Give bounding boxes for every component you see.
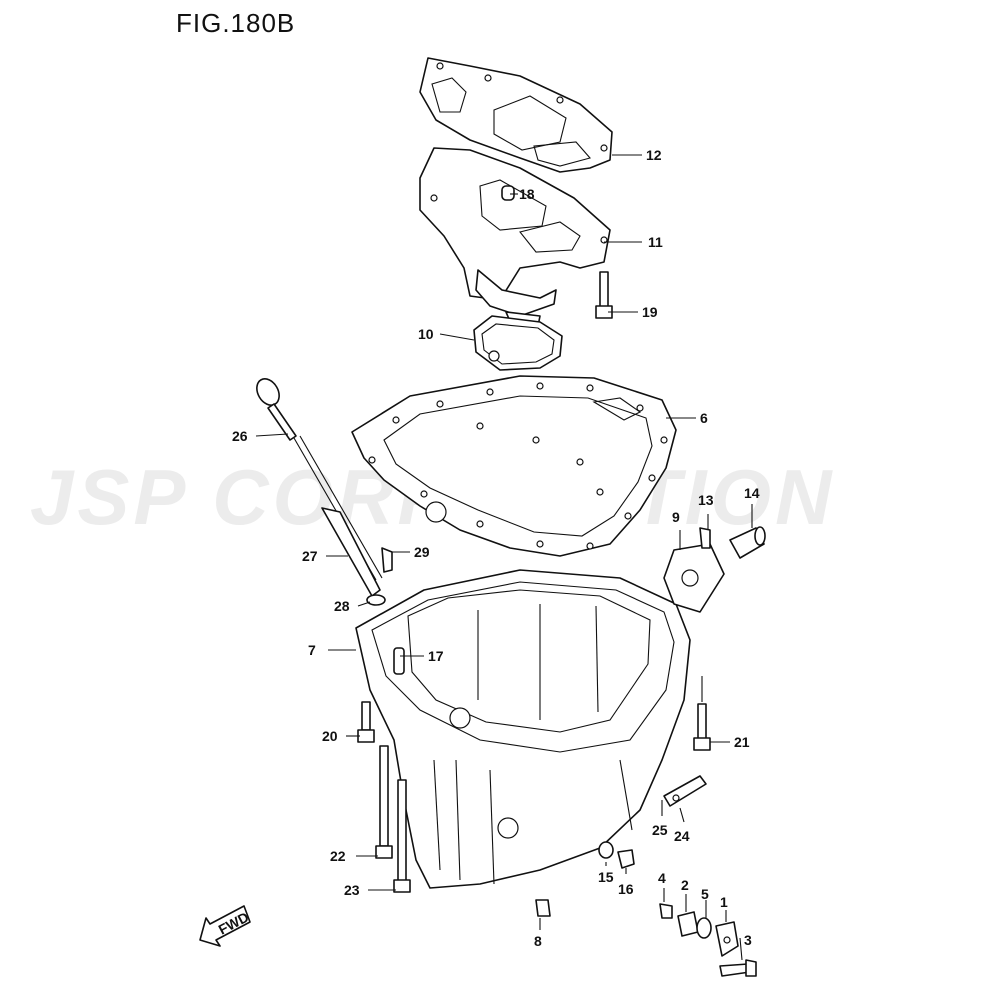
callout-24: 24 — [674, 828, 690, 844]
part-16-drain-plug — [617, 849, 635, 869]
callout-28: 28 — [334, 598, 350, 614]
callout-6: 6 — [700, 410, 708, 426]
callout-29: 29 — [414, 544, 430, 560]
part-5-washer — [696, 917, 712, 939]
part-20-bolt — [357, 701, 375, 743]
callout-labels: 12 18 11 19 10 6 26 9 13 14 27 29 28 7 1… — [232, 147, 760, 949]
figure-title: FIG.180B — [176, 8, 296, 38]
part-19-bolt — [595, 271, 613, 319]
callout-22: 22 — [330, 848, 346, 864]
part-23-bolt — [393, 779, 411, 893]
callout-17: 17 — [428, 648, 444, 664]
callout-3: 3 — [744, 932, 752, 948]
callout-18: 18 — [519, 186, 535, 202]
part-29-bolt — [381, 547, 393, 573]
callout-10: 10 — [418, 326, 434, 342]
callout-2: 2 — [681, 877, 689, 893]
callout-1: 1 — [720, 894, 728, 910]
part-8-plug — [535, 899, 551, 917]
callout-9: 9 — [672, 509, 680, 525]
callout-21: 21 — [734, 734, 750, 750]
part-12-gasket — [419, 57, 613, 173]
part-3-bolt — [719, 959, 757, 977]
part-11-oil-strainer — [419, 147, 611, 327]
callout-11: 11 — [648, 234, 663, 250]
leader-lines — [255, 154, 753, 961]
part-26-dipstick — [256, 378, 383, 581]
part-4-bolt — [659, 903, 673, 919]
part-10-strainer-gasket — [473, 315, 563, 371]
part-14-sensor — [729, 526, 766, 559]
fwd-arrow: FWD — [199, 905, 251, 947]
part-21-bolt — [693, 703, 711, 751]
callout-23: 23 — [344, 882, 360, 898]
callout-13: 13 — [698, 492, 714, 508]
part-28-o-ring — [366, 594, 386, 606]
callout-8: 8 — [534, 933, 542, 949]
part-25-bracket — [663, 775, 707, 807]
part-2-collar — [677, 911, 699, 937]
callout-19: 19 — [642, 304, 658, 320]
callout-27: 27 — [302, 548, 318, 564]
callout-12: 12 — [646, 147, 662, 163]
part-1-bracket — [715, 921, 739, 957]
part-27-dipstick-guide — [321, 507, 381, 597]
callout-15: 15 — [598, 869, 614, 885]
part-22-bolt — [375, 745, 393, 859]
callout-26: 26 — [232, 428, 248, 444]
callout-20: 20 — [322, 728, 338, 744]
part-7-oil-pan — [355, 569, 691, 889]
part-9-sensor-bracket — [663, 543, 725, 613]
callout-7: 7 — [308, 642, 316, 658]
callout-4: 4 — [658, 870, 666, 886]
part-6-oil-pan-gasket — [351, 375, 677, 557]
part-15-gasket — [598, 841, 614, 859]
callout-25: 25 — [652, 822, 668, 838]
part-13-bolt — [699, 527, 711, 549]
callout-14: 14 — [744, 485, 760, 501]
callout-16: 16 — [618, 881, 634, 897]
callout-5: 5 — [701, 886, 709, 902]
